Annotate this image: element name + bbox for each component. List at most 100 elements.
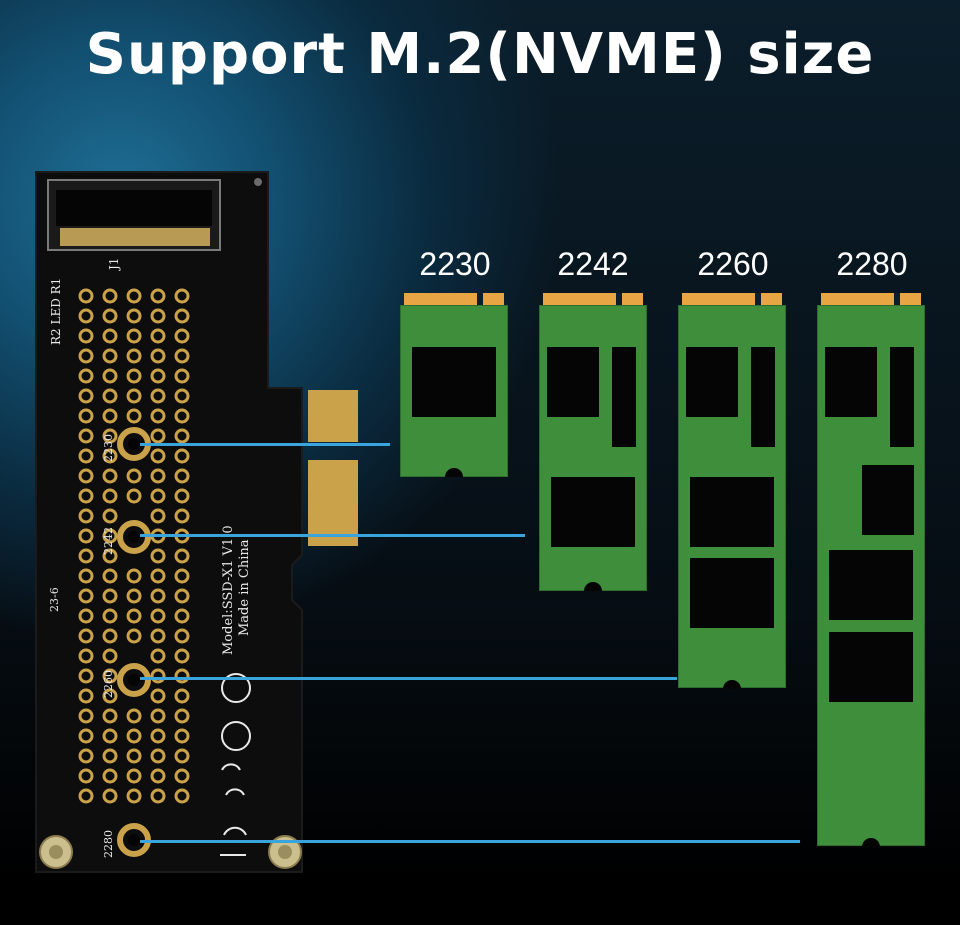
solder-hole <box>126 408 142 424</box>
mount-label-2242: 2242 <box>102 527 115 555</box>
solder-hole <box>150 428 166 444</box>
solder-hole <box>78 688 94 704</box>
solder-hole <box>150 648 166 664</box>
solder-hole <box>150 448 166 464</box>
pcb-outline <box>35 171 303 873</box>
solder-hole <box>174 508 190 524</box>
solder-hole <box>126 368 142 384</box>
solder-hole <box>102 508 118 524</box>
lead-line-2280 <box>140 840 800 843</box>
solder-hole <box>102 728 118 744</box>
solder-hole <box>126 788 142 804</box>
solder-hole <box>174 648 190 664</box>
ssd-size-label: 2230 <box>419 246 491 282</box>
solder-hole <box>174 288 190 304</box>
solder-hole <box>174 548 190 564</box>
ssd-chip <box>547 347 599 417</box>
ssd-chip <box>862 465 914 535</box>
solder-hole <box>150 328 166 344</box>
ssd-mount-notch <box>723 680 741 689</box>
led-label: R2 LED R1 <box>49 278 63 345</box>
solder-hole <box>174 488 190 504</box>
solder-hole <box>126 488 142 504</box>
screw-icon <box>39 835 73 869</box>
solder-hole <box>126 708 142 724</box>
solder-hole <box>150 748 166 764</box>
solder-hole <box>174 328 190 344</box>
ssd-size-label: 2280 <box>836 246 908 282</box>
solder-hole <box>150 608 166 624</box>
solder-hole <box>174 728 190 744</box>
solder-hole <box>150 768 166 784</box>
solder-hole <box>102 688 118 704</box>
ssd-chip <box>751 347 775 447</box>
solder-hole <box>102 368 118 384</box>
solder-hole <box>174 708 190 724</box>
solder-hole <box>174 448 190 464</box>
solder-hole <box>102 568 118 584</box>
solder-hole <box>78 448 94 464</box>
ssd-mount-notch <box>584 582 602 591</box>
ssd-key-notch <box>616 293 622 305</box>
solder-hole <box>102 628 118 644</box>
solder-hole <box>150 588 166 604</box>
ssd-key-notch <box>755 293 761 305</box>
solder-hole <box>102 668 118 684</box>
solder-hole <box>102 548 118 564</box>
cert-marks-icon <box>220 673 251 856</box>
ssd-chip <box>829 550 913 620</box>
solder-hole <box>78 588 94 604</box>
solder-hole <box>150 488 166 504</box>
solder-hole <box>102 408 118 424</box>
m2-connector <box>47 179 221 251</box>
ssd-chip <box>412 347 496 417</box>
solder-hole <box>78 348 94 364</box>
solder-hole <box>174 608 190 624</box>
solder-hole <box>78 608 94 624</box>
solder-hole <box>174 388 190 404</box>
solder-hole <box>102 448 118 464</box>
solder-hole <box>150 368 166 384</box>
solder-hole <box>102 608 118 624</box>
solder-hole <box>150 688 166 704</box>
solder-hole <box>150 308 166 324</box>
solder-hole <box>126 588 142 604</box>
mount-2260 <box>117 663 151 697</box>
ssd-mount-notch <box>445 468 463 477</box>
solder-hole <box>78 568 94 584</box>
solder-hole <box>150 288 166 304</box>
solder-hole <box>78 788 94 804</box>
solder-hole <box>150 388 166 404</box>
ssd-chip <box>825 347 877 417</box>
solder-hole <box>126 748 142 764</box>
product-scene: Support M.2(NVME) size J1 R2 LED R1 Mode… <box>0 0 960 880</box>
solder-hole <box>150 568 166 584</box>
solder-hole <box>102 768 118 784</box>
lead-line-2242 <box>140 534 525 537</box>
solder-hole <box>174 628 190 644</box>
solder-hole <box>78 648 94 664</box>
lead-line-2230 <box>140 443 390 446</box>
solder-hole <box>126 628 142 644</box>
solder-hole <box>126 728 142 744</box>
solder-hole <box>174 588 190 604</box>
solder-hole <box>78 508 94 524</box>
solder-hole <box>78 528 94 544</box>
solder-hole <box>102 708 118 724</box>
solder-hole <box>78 388 94 404</box>
solder-hole <box>126 608 142 624</box>
ssd-contacts <box>821 293 921 305</box>
solder-hole <box>78 548 94 564</box>
ssd-chip <box>829 632 913 702</box>
solder-hole <box>126 468 142 484</box>
ssd-chip <box>690 477 774 547</box>
solder-hole <box>102 288 118 304</box>
adapter-board: J1 R2 LED R1 Model:SSD-X1 V1.0 Made in C… <box>35 171 358 873</box>
corner-hole <box>254 178 262 186</box>
solder-hole <box>174 368 190 384</box>
solder-hole <box>102 328 118 344</box>
solder-hole <box>102 388 118 404</box>
solder-hole <box>150 468 166 484</box>
solder-hole <box>150 628 166 644</box>
solder-hole <box>78 308 94 324</box>
